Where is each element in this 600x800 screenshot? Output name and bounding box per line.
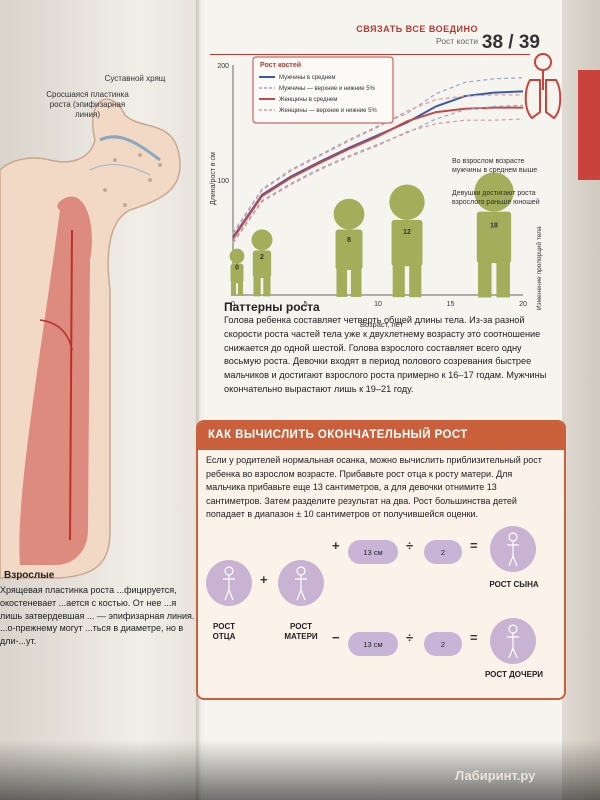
x-tick-label: 20 (519, 301, 527, 308)
calc-box: КАК ВЫЧИСЛИТЬ ОКОНЧАТЕЛЬНЫЙ РОСТ Если у … (196, 420, 566, 700)
person-icon (507, 532, 519, 567)
child-figure: 18 (474, 172, 514, 298)
x-tick-label: 5 (304, 301, 308, 308)
figure-age-label: 8 (347, 237, 351, 244)
series-line (232, 118, 524, 244)
page-numbers: 38 / 39 (481, 32, 540, 53)
growth-chart: 0 2 8 12 18 0 5 10 15 20 100 200 Длина/рост в см В… (210, 56, 543, 329)
person-icon (507, 624, 519, 659)
series-line (232, 77, 524, 234)
legend-item-0: Мужчины в среднем (279, 75, 336, 81)
two-pill-daughter: 2 (424, 632, 462, 656)
x-tick-label: 0 (231, 301, 235, 308)
op-plus-parents: + (260, 572, 268, 587)
father-label: РОСТ ОТЦА (212, 622, 236, 641)
father-circle (206, 560, 252, 606)
x-axis-label: Возраст, лет (360, 320, 404, 329)
calc-text: Если у родителей нормальная осанка, можн… (206, 455, 542, 519)
label-cartilage: Суставной хрящ (104, 74, 166, 83)
legend-title: Рост костей (260, 61, 301, 69)
op-div-daughter: ÷ (406, 630, 414, 645)
annotation-girls-earlier: Девушки достигают роста взрослого раньше… (452, 190, 540, 206)
chart-legend: Рост костей Мужчины в среднем Мужчины — … (252, 56, 394, 124)
red-tab (578, 70, 600, 180)
right-axis-label: Изменение пропорций тела (535, 226, 543, 310)
child-figure: 12 (389, 184, 425, 298)
daughter-label: РОСТ ДОЧЕРИ (484, 670, 544, 679)
legend-item-1: Мужчины — верхние и нижние 5% (279, 86, 376, 92)
section-title: СВЯЗАТЬ ВСЕ ВОЕДИНО (356, 24, 478, 34)
op-eq-son: = (470, 538, 478, 553)
y-tick-label: 200 (217, 63, 229, 70)
page-header: СВЯЗАТЬ ВСЕ ВОЕДИНО Рост кости 38 / 39 (310, 24, 540, 53)
cm-pill-son: 13 см (348, 540, 398, 564)
series-line (232, 94, 523, 235)
op-minus-daughter: − (332, 630, 340, 645)
bone-illustration (0, 98, 181, 579)
calc-title: КАК ВЫЧИСЛИТЬ ОКОНЧАТЕЛЬНЫЙ РОСТ (208, 429, 468, 441)
adult-title: Взрослые (4, 570, 55, 581)
y-tick-label: 100 (217, 178, 229, 185)
figure-age-label: 18 (490, 223, 498, 230)
y-axis-label: Длина/рост в см (210, 152, 217, 205)
growth-title: Паттерны роста (224, 300, 320, 314)
annotation-men-taller: Во взрослом возрасте мужчины в среднем в… (452, 158, 538, 174)
header-divider (210, 54, 530, 55)
figure-age-label: 2 (260, 254, 264, 261)
watermark-logo: Лабиринт.ру (455, 768, 536, 783)
section-subtitle: Рост кости (436, 36, 478, 46)
son-label: РОСТ СЫНА (489, 580, 539, 589)
growth-text: Голова ребенка составляет четверть общей… (224, 315, 547, 394)
legend-item-3: Женщины — верхние и нижние 5% (279, 108, 377, 114)
calc-header: КАК ВЫЧИСЛИТЬ ОКОНЧАТЕЛЬНЫЙ РОСТ (198, 422, 564, 450)
op-plus-son: + (332, 538, 340, 553)
son-circle (490, 526, 536, 572)
series-line (232, 104, 524, 243)
child-figure: 0 (229, 248, 245, 296)
label-growth-plate: Сросшаяся пластинка роста (эпифизарная л… (46, 90, 129, 119)
person-icon (223, 566, 235, 601)
x-tick-label: 15 (447, 301, 455, 308)
person-icon (295, 566, 307, 601)
op-div-son: ÷ (406, 538, 414, 553)
figure-age-label: 0 (235, 265, 239, 272)
adult-text: Хрящевая пластинка роста ...фицируется, … (0, 585, 195, 647)
child-figure: 2 (251, 229, 273, 297)
lungs-icon (524, 53, 562, 120)
legend-item-2: Женщины в среднем (279, 97, 337, 103)
op-eq-daughter: = (470, 630, 478, 645)
bottom-shadow (0, 740, 600, 800)
daughter-circle (490, 618, 536, 664)
figure-age-label: 12 (403, 229, 411, 236)
child-figure: 8 (333, 198, 365, 297)
cm-pill-daughter: 13 см (348, 632, 398, 656)
mother-circle (278, 560, 324, 606)
x-tick-label: 10 (374, 301, 382, 308)
two-pill-son: 2 (424, 540, 462, 564)
mother-label: РОСТ МАТЕРИ (284, 622, 318, 641)
